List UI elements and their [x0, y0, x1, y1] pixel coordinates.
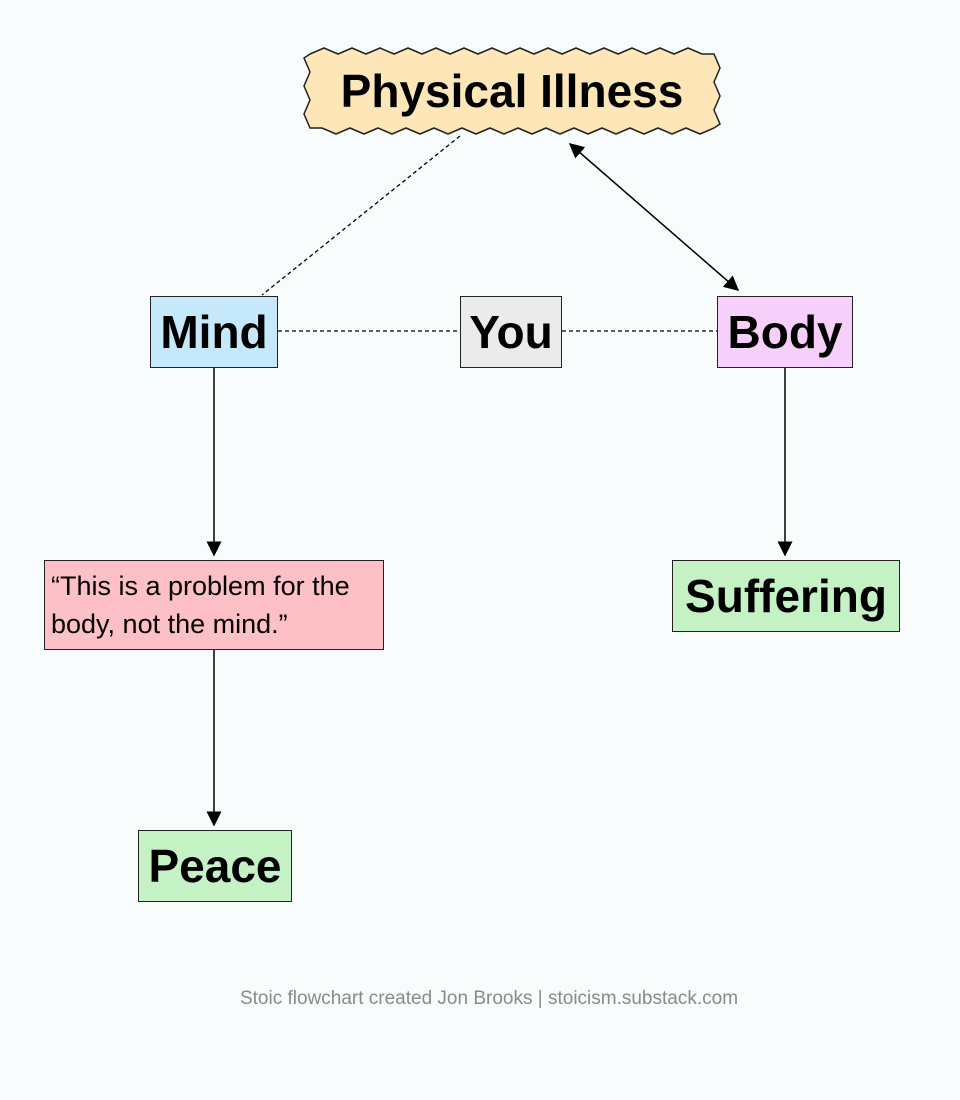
quote-node: “This is a problem for the body, not the… — [44, 560, 384, 650]
illness-body-arrow — [568, 143, 740, 291]
body-label: Body — [727, 306, 843, 358]
peace-label: Peace — [148, 840, 282, 892]
credit-footer: Stoic flowchart created Jon Brooks | sto… — [239, 988, 739, 1009]
mind-label: Mind — [160, 306, 268, 358]
mind-node: Mind — [150, 296, 278, 368]
you-label: You — [469, 306, 553, 358]
physical-illness-label: Physical Illness — [340, 65, 684, 117]
you-node: You — [460, 296, 562, 368]
illness-mind-link — [261, 135, 461, 296]
body-node: Body — [717, 296, 853, 368]
physical-illness-node: Physical Illness — [302, 46, 722, 136]
suffering-node: Suffering — [672, 560, 900, 632]
peace-node: Peace — [138, 830, 292, 902]
quote-label: “This is a problem for the body, not the… — [51, 571, 350, 639]
suffering-label: Suffering — [685, 570, 887, 622]
jagged-banner-shape — [303, 47, 721, 135]
